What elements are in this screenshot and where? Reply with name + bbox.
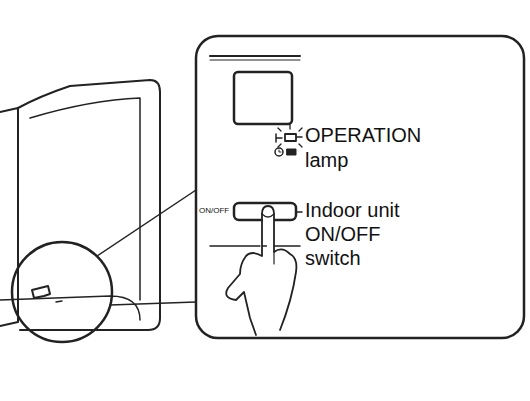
unit-side (0, 108, 18, 326)
lamp-rays (278, 125, 302, 147)
panel-line (210, 245, 300, 247)
switch-detail (32, 286, 50, 298)
callout-panel (196, 36, 524, 338)
leader-line (297, 136, 302, 138)
panel-edge (210, 60, 300, 61)
callout-line (97, 190, 196, 256)
unit-lower-edge (0, 296, 140, 320)
panel-edge (210, 55, 300, 57)
callout-line (110, 302, 196, 305)
lamp-label: OPERATION lamp (305, 123, 445, 173)
timer-icon (279, 150, 281, 152)
operation-lamp (285, 134, 296, 141)
hand-detail (262, 214, 274, 264)
timer-icon (275, 148, 283, 156)
magnifier-circle (12, 242, 112, 342)
display-window (234, 72, 292, 124)
leader-line (296, 211, 302, 213)
lamp-detail (56, 301, 62, 302)
lamp-icon (287, 149, 296, 155)
switch-marking: ON/OFF (199, 206, 239, 216)
switch-label: Indoor unit ON/OFF switch (305, 198, 433, 270)
unit-panel-edge (30, 98, 140, 300)
unit-housing (18, 80, 160, 330)
hand (226, 214, 262, 335)
hand (262, 206, 296, 330)
lamp-symbol (276, 134, 282, 142)
